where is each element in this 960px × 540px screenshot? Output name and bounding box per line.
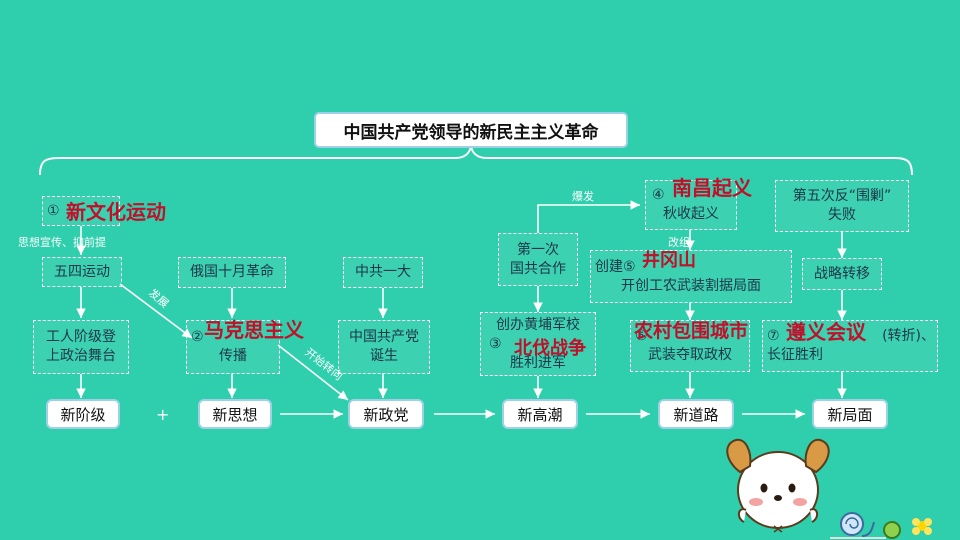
box-7-num: ⑦ <box>767 328 780 344</box>
box-beifa: 创办黄埔军校 ③ 胜利进军 <box>480 312 596 376</box>
box-eguo: 俄国十月革命 <box>178 257 286 288</box>
box-4-num: ④ <box>652 187 665 203</box>
box-beifa-line1: 创办黄埔军校 <box>496 316 580 333</box>
answer-2: 马克思主义 <box>204 318 304 342</box>
box-1: ① <box>42 196 120 226</box>
puppy-mascot-icon <box>726 438 830 533</box>
answer-6: 农村包围城市 <box>634 320 749 342</box>
result-xinjieji: 新阶级 <box>46 399 120 429</box>
box-zhanlue-label: 战略转移 <box>814 265 870 282</box>
plus-sign: + <box>156 405 170 424</box>
result-xinzhengdang: 新政党 <box>348 399 424 429</box>
answer-1: 新文化运动 <box>66 200 166 224</box>
page-title: 中国共产党领导的新民主主义革命 <box>314 112 628 148</box>
result-xindaolu: 新道路 <box>658 399 734 429</box>
box-7: ⑦ (转折)、 长征胜利 <box>762 320 938 372</box>
box-jinggang-line1: 创建⑤ <box>595 258 636 275</box>
box-4: ④ 秋收起义 <box>645 180 737 230</box>
answer-4: 南昌起义 <box>672 176 752 200</box>
box-6: ⑥ 武装夺取政权 <box>630 320 750 372</box>
box-6-label: 武装夺取政权 <box>648 347 732 363</box>
box-2: ② 传播 <box>186 320 280 374</box>
box-diwuci: 第五次反“围剿” 失败 <box>775 180 909 232</box>
box-7-zhuanzhe: (转折)、 <box>882 328 935 344</box>
box-gongren-line1: 工人阶级登 <box>46 329 116 345</box>
label-gaizu: 改组 <box>668 236 690 249</box>
box-guogong: 第一次 国共合作 <box>498 233 578 286</box>
box-jinggang-line2: 开创工农武装割据局面 <box>621 277 761 294</box>
box-diwuci-line1: 第五次反“围剿” <box>792 188 892 204</box>
label-sixiang: 思想宣传、抑前提 <box>18 236 106 249</box>
box-6-num: ⑥ <box>635 328 648 344</box>
box-1-num: ① <box>47 202 60 219</box>
box-zhonggong-yida: 中共一大 <box>343 257 423 288</box>
box-beifa-line3: 胜利进军 <box>510 354 566 371</box>
box-yida-label: 中共一大 <box>355 264 411 280</box>
box-2-num: ② <box>191 329 204 345</box>
box-zhanlue: 战略转移 <box>802 258 882 290</box>
box-dansheng: 中国共产党 诞生 <box>338 320 430 374</box>
box-guogong-line2: 国共合作 <box>510 260 566 277</box>
snail-flower-icon <box>830 512 932 539</box>
answer-5: 井冈山 <box>642 250 696 271</box>
box-wusi: 五四运动 <box>42 257 122 287</box>
box-4-label: 秋收起义 <box>663 206 719 222</box>
result-xinjumian: 新局面 <box>812 399 888 429</box>
box-guogong-line1: 第一次 <box>517 241 559 258</box>
box-2-label: 传播 <box>219 348 247 364</box>
box-7-line2: 长征胜利 <box>767 347 823 363</box>
box-dansheng-line1: 中国共产党 <box>349 329 419 345</box>
label-baofa: 爆发 <box>572 190 594 203</box>
answer-7: 遵义会议 <box>786 320 866 344</box>
result-xinsixiang: 新思想 <box>198 399 272 429</box>
answer-3: 北伐战争 <box>514 338 586 359</box>
box-eguo-label: 俄国十月革命 <box>190 264 274 280</box>
box-gongren-line2: 上政治舞台 <box>46 348 116 364</box>
box-wusi-label: 五四运动 <box>54 263 110 280</box>
box-beifa-num: ③ <box>489 335 502 352</box>
top-brace <box>39 145 913 176</box>
box-jinggang: 创建⑤ 开创工农武装割据局面 <box>590 250 792 303</box>
box-gongren: 工人阶级登 上政治舞台 <box>33 320 129 374</box>
result-xingaochao: 新高潮 <box>502 399 578 429</box>
box-dansheng-line2: 诞生 <box>370 348 398 364</box>
box-diwuci-line2: 失败 <box>828 207 856 223</box>
